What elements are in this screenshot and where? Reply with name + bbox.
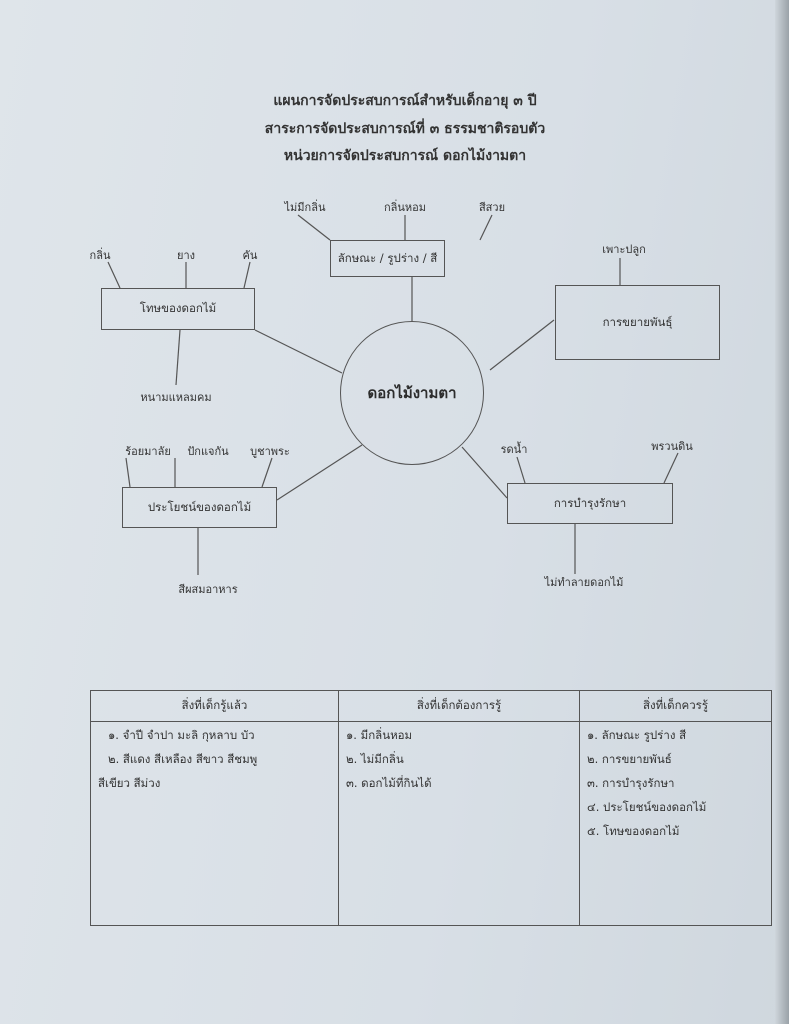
paper-edge — [775, 0, 789, 1024]
title-line-3: หน่วยการจัดประสบการณ์ ดอกไม้งามตา — [283, 148, 527, 164]
node-sharp-thorns: หนามแหลมคม — [140, 391, 212, 404]
node-planting: เพาะปลูก — [602, 243, 646, 256]
node-no-smell: ไม่มีกลิ่น — [284, 201, 326, 214]
node-food-coloring: สีผสมอาหาร — [178, 583, 238, 596]
list-item: ๓. ดอกไม้ที่กินได้ — [346, 776, 432, 790]
box-harm: โทษของดอกไม้ — [101, 288, 255, 330]
table-row: ๑. จำปี จำปา มะลิ กุหลาบ บัว ๒. สีแดง สี… — [90, 721, 772, 926]
node-vase: ปักแจกัน — [187, 445, 229, 458]
node-worship: บูชาพระ — [250, 445, 290, 458]
title-line-1: แผนการจัดประสบการณ์สำหรับเด็กอายุ ๓ ปี — [273, 93, 537, 109]
list-item: ๑. จำปี จำปา มะลิ กุหลาบ บัว — [108, 728, 255, 742]
cell-should-know: ๑. ลักษณะ รูปร่าง สี ๒. การขยายพันธ์ ๓. … — [579, 721, 772, 926]
node-sap: ยาง — [177, 249, 195, 262]
center-topic: ดอกไม้งามตา — [340, 321, 484, 465]
node-tilling: พรวนดิน — [651, 440, 693, 453]
list-item: สีเขียว สีม่วง — [98, 776, 161, 790]
box-characteristics: ลักษณะ / รูปร่าง / สี — [330, 240, 445, 277]
list-item: ๒. ไม่มีกลิ่น — [346, 752, 404, 766]
list-item: ๒. สีแดง สีเหลือง สีขาว สีชมพู — [108, 752, 258, 766]
node-smell: กลิ่น — [89, 249, 111, 262]
node-watering: รดน้ำ — [500, 443, 528, 456]
node-no-destroy: ไม่ทำลายดอกไม้ — [544, 576, 624, 589]
header-should-know: สิ่งที่เด็กควรรู้ — [579, 690, 772, 722]
node-fragrant: กลิ่นหอม — [383, 201, 427, 214]
node-beautiful-color: สีสวย — [478, 201, 506, 214]
list-item: ๕. โทษของดอกไม้ — [587, 824, 680, 838]
knowledge-table: สิ่งที่เด็กรู้แล้ว สิ่งที่เด็กต้องการรู้… — [90, 690, 772, 926]
box-benefits: ประโยชน์ของดอกไม้ — [122, 487, 277, 528]
title-line-2: สาระการจัดประสบการณ์ที่ ๓ ธรรมชาติรอบตัว — [264, 121, 546, 137]
header-known: สิ่งที่เด็กรู้แล้ว — [90, 690, 339, 722]
box-propagation: การขยายพันธุ์ — [555, 285, 720, 360]
node-itchy: คัน — [242, 249, 258, 262]
list-item: ๑. มีกลิ่นหอม — [346, 728, 413, 742]
list-item: ๔. ประโยชน์ของดอกไม้ — [587, 800, 707, 814]
header-want-to-know: สิ่งที่เด็กต้องการรู้ — [338, 690, 580, 722]
cell-known: ๑. จำปี จำปา มะลิ กุหลาบ บัว ๒. สีแดง สี… — [90, 721, 339, 926]
table-header-row: สิ่งที่เด็กรู้แล้ว สิ่งที่เด็กต้องการรู้… — [90, 690, 772, 722]
list-item: ๑. ลักษณะ รูปร่าง สี — [587, 728, 687, 742]
list-item: ๓. การบำรุงรักษา — [587, 776, 675, 790]
cell-want-to-know: ๑. มีกลิ่นหอม ๒. ไม่มีกลิ่น ๓. ดอกไม้ที่… — [338, 721, 580, 926]
node-garland: ร้อยมาลัย — [125, 445, 171, 458]
box-care: การบำรุงรักษา — [507, 483, 673, 524]
list-item: ๒. การขยายพันธ์ — [587, 752, 672, 766]
